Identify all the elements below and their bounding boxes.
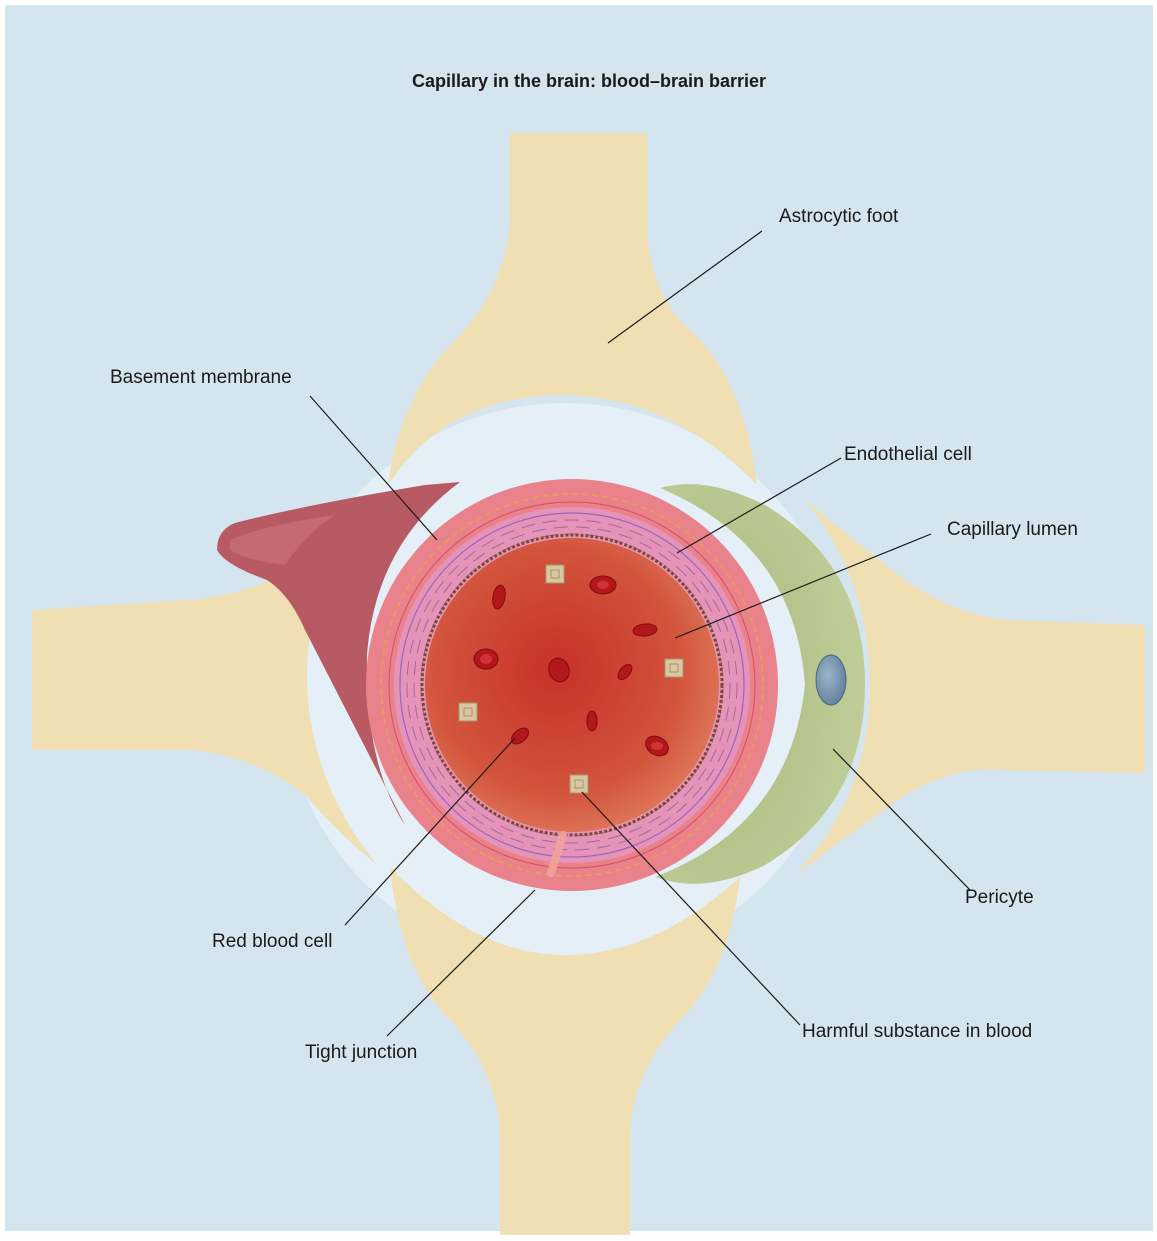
label-capillary-lumen: Capillary lumen xyxy=(947,519,1078,541)
label-basement-membrane: Basement membrane xyxy=(110,367,292,389)
label-red-blood-cell: Red blood cell xyxy=(212,931,332,953)
label-tight-junction: Tight junction xyxy=(305,1042,417,1064)
label-harmful-substance: Harmful substance in blood xyxy=(802,1021,1032,1043)
pericyte-nucleus xyxy=(816,655,846,705)
label-endothelial-cell: Endothelial cell xyxy=(844,444,972,466)
label-astrocytic-foot: Astrocytic foot xyxy=(779,206,898,228)
bbb-diagram xyxy=(5,5,1157,1241)
label-pericyte: Pericyte xyxy=(965,887,1034,909)
figure-background: Capillary in the brain: blood–brain barr… xyxy=(5,5,1153,1231)
figure-title: Capillary in the brain: blood–brain barr… xyxy=(5,71,1157,92)
